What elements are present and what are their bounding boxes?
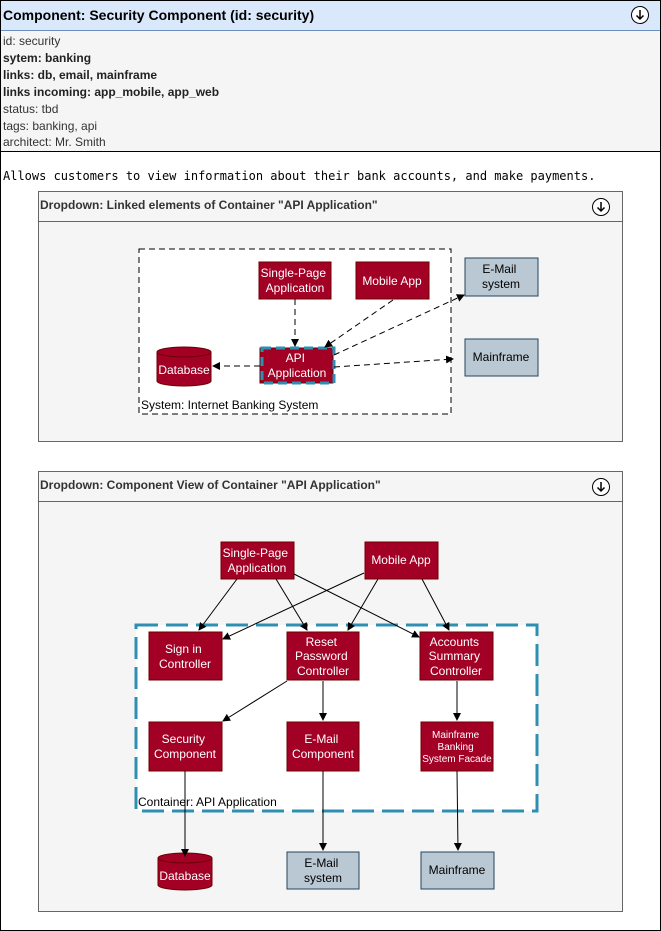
linked-elements-title: Dropdown: Linked elements of Container "… xyxy=(40,198,378,212)
property-links-incoming: links incoming: app_mobile, app_web xyxy=(3,85,220,99)
node-mobile-app[interactable]: Mobile App xyxy=(364,541,439,580)
node-email-component[interactable]: E-Mail Component xyxy=(286,721,360,772)
linked-elements-toggle-button[interactable] xyxy=(592,198,610,216)
property-links: links: db, email, mainframe xyxy=(3,68,158,82)
edge-mobile-to-signin xyxy=(222,572,365,640)
svg-text:Reset Password: Reset Password Controller xyxy=(295,635,351,678)
arrow-down-icon xyxy=(596,202,606,213)
node-database[interactable]: Database xyxy=(156,346,212,387)
linked-elements-diagram: System: Internet Banking System Single-P… xyxy=(138,248,539,415)
arrow-down-icon xyxy=(596,482,606,493)
node-email-system[interactable]: E-Mail system xyxy=(464,257,539,297)
component-header: Component: Security Component (id: secur… xyxy=(1,1,660,31)
svg-text:Mainframe: Mainframe xyxy=(473,350,530,364)
svg-text:Sign in Controller: Sign in Controller xyxy=(159,642,211,671)
node-mainframe-banking-facade[interactable]: Mainframe Banking System Facade xyxy=(420,721,494,772)
node-database[interactable]: Database xyxy=(157,852,213,891)
edge-reset-to-security xyxy=(222,680,288,722)
component-view-dropdown: Dropdown: Component View of Container "A… xyxy=(38,471,623,912)
svg-text:Mainframe: Mainframe xyxy=(429,863,486,877)
node-sign-in-controller[interactable]: Sign in Controller xyxy=(148,631,223,681)
component-view-header: Dropdown: Component View of Container "A… xyxy=(39,472,622,502)
svg-text:E-Mail Component: E-Mail Component xyxy=(292,732,355,761)
edge-spa-to-accounts xyxy=(293,573,420,638)
edge-api-to-email xyxy=(333,294,465,356)
property-tags: tags: banking, api xyxy=(3,119,98,133)
node-single-page-app[interactable]: Single-Page Application xyxy=(220,541,295,580)
component-view-toggle-button[interactable] xyxy=(592,478,610,496)
property-id: id: security xyxy=(3,34,61,48)
edge-facade-to-mainframe xyxy=(453,770,462,851)
svg-text:E-Mail system: E-Mail system xyxy=(482,262,520,291)
component-description: Allows customers to view information abo… xyxy=(3,169,596,183)
property-architect: architect: Mr. Smith xyxy=(3,135,106,149)
node-mobile-app[interactable]: Mobile App xyxy=(355,261,430,300)
node-mainframe[interactable]: Mainframe xyxy=(464,338,539,377)
svg-text:Database: Database xyxy=(159,869,211,883)
svg-text:Mobile App: Mobile App xyxy=(371,553,431,567)
edge-spa-to-signin xyxy=(198,578,238,631)
arrow-down-icon xyxy=(635,10,645,21)
node-reset-password-controller[interactable]: Reset Password Controller xyxy=(286,631,360,681)
edge-mobile-to-api xyxy=(324,299,394,348)
svg-text:Single-Page Applicat: Single-Page Application xyxy=(223,546,292,575)
linked-elements-dropdown: Dropdown: Linked elements of Container "… xyxy=(38,191,623,442)
edge-mobile-to-reset xyxy=(347,578,379,631)
node-mainframe[interactable]: Mainframe xyxy=(420,851,495,890)
container-boundary-label: Container: API Application xyxy=(138,795,277,809)
node-accounts-summary-controller[interactable]: Accounts Summary Controller xyxy=(419,631,494,681)
node-security-component[interactable]: Security Component xyxy=(148,721,223,772)
node-email-system[interactable]: E-Mail system xyxy=(286,851,360,890)
collapse-toggle-button[interactable] xyxy=(631,6,649,24)
system-boundary-label: System: Internet Banking System xyxy=(141,398,318,412)
edge-mobile-to-accounts xyxy=(421,578,450,631)
svg-text:API Application: API Application xyxy=(268,351,327,380)
svg-text:Database: Database xyxy=(158,363,210,377)
node-api-application[interactable]: API Application xyxy=(259,346,336,385)
component-title: Component: Security Component (id: secur… xyxy=(3,7,315,23)
component-view-diagram: Container: API Application Single-Page A… xyxy=(134,541,539,891)
svg-text:Mobile App: Mobile App xyxy=(362,274,422,288)
svg-text:Security Component: Security Component xyxy=(154,732,217,761)
svg-text:Single-Page Applicat: Single-Page Application xyxy=(261,266,330,295)
property-status: status: tbd xyxy=(3,102,59,116)
svg-text:E-Mail system: E-Mail system xyxy=(304,856,342,885)
properties-panel: id: security sytem: banking links: db, e… xyxy=(1,31,660,152)
linked-elements-header: Dropdown: Linked elements of Container "… xyxy=(39,192,622,222)
edge-spa-to-reset xyxy=(275,578,308,631)
property-system: sytem: banking xyxy=(3,51,92,65)
svg-text:Mainframe Banking: Mainframe Banking System Facade xyxy=(422,730,492,765)
node-single-page-app[interactable]: Single-Page Application xyxy=(258,261,332,300)
component-view-title: Dropdown: Component View of Container "A… xyxy=(40,478,381,492)
svg-text:Accounts Summary: Accounts Summary Controller xyxy=(429,635,484,678)
